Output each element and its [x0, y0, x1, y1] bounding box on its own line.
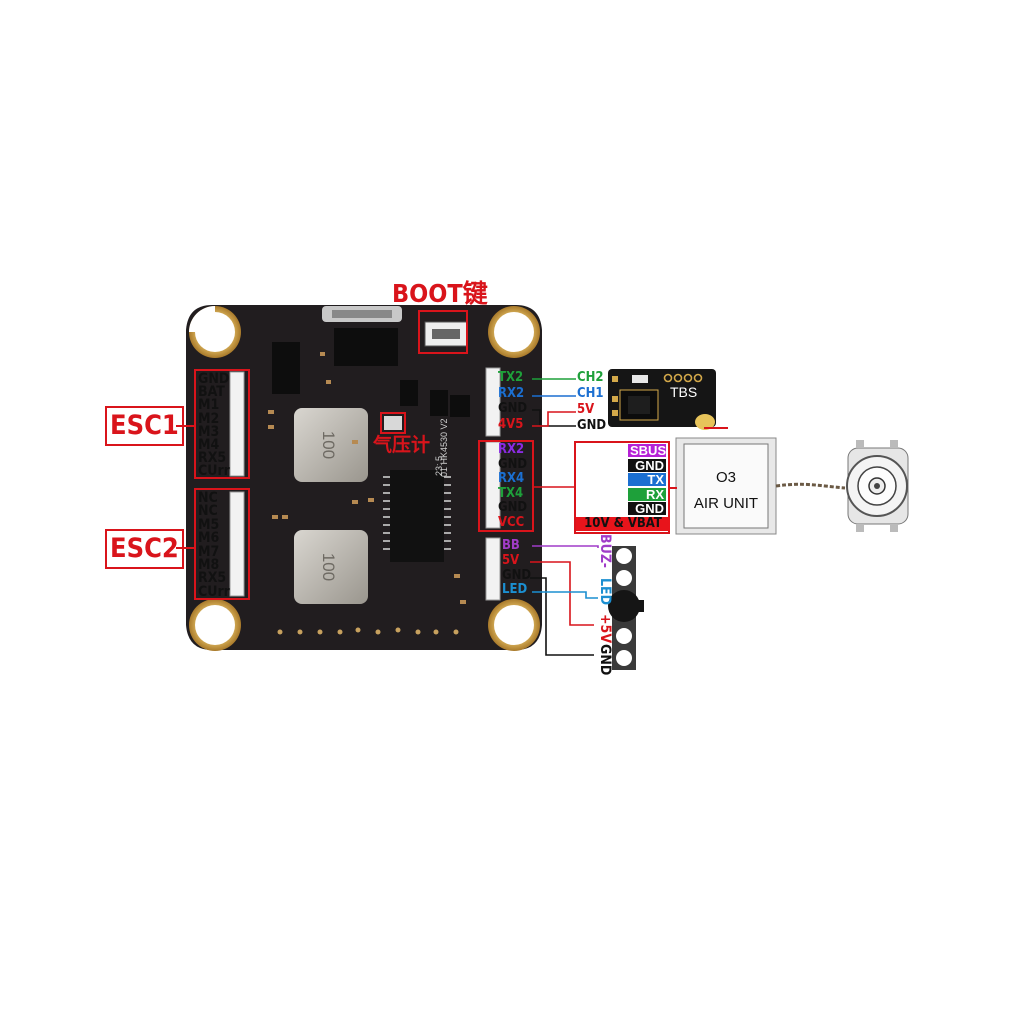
conn_rx-pin-3: 4V5 [498, 416, 524, 432]
mount-hole-top-right [488, 306, 540, 358]
rx-wires [532, 378, 576, 427]
conn_vtx-pin-2: RX4 [498, 471, 525, 487]
esc2-label: ESC2 [105, 529, 184, 569]
o3-pin-0: SBUS [628, 443, 667, 458]
barometer-label: 气压计 [373, 434, 431, 456]
conn_led-pin-3: LED [502, 582, 528, 598]
boot-label: BOOT键 [392, 279, 488, 308]
o3-air-unit: O3 AIR UNIT [675, 437, 846, 535]
esc2-pin-4: M7 [198, 543, 220, 560]
mount-hole-top-left [189, 306, 241, 358]
barometer-highlight [380, 412, 406, 434]
mount-hole-bottom-left [189, 599, 241, 651]
led-wires [530, 545, 599, 656]
conn_rx-pin-2: GND [498, 401, 528, 416]
conn_vtx-pin-0: RX2 [498, 442, 525, 457]
conn_vtx-pin-1: GND [498, 456, 528, 472]
o3-pin-4: GND [628, 502, 666, 516]
led-buzzer-board [608, 546, 644, 670]
inductor-2-text: 100 [319, 553, 338, 581]
led-strip-label-3: GND [597, 644, 613, 676]
esc2-pin-7: CUrr [198, 583, 230, 600]
esc2-pin-5: M8 [198, 557, 220, 573]
silk-code: 23: 5 [434, 456, 444, 476]
mount-hole-bottom-right [488, 599, 540, 651]
o3-power-label: 10V & VBAT [576, 517, 670, 531]
conn_vtx-pin-3: TX4 [498, 485, 524, 501]
esc2-connector-line [176, 547, 194, 549]
tbs-pin-1: CH1 [577, 386, 604, 401]
o3-title-2: AIR UNIT [694, 495, 758, 512]
o3-camera [846, 440, 909, 532]
o3-link-line [669, 487, 677, 489]
esc1-pin-7: CUrr [198, 463, 230, 480]
mcu-chip [390, 470, 444, 562]
esc1-pin-3: M2 [198, 410, 220, 427]
esc2-pin-0: NC [198, 490, 218, 506]
esc1-pin-2: M1 [198, 397, 220, 414]
esc2-connector [229, 491, 245, 597]
silk-revision: 01 HK4530 V2 [439, 418, 449, 477]
esc1-label: ESC1 [105, 406, 184, 446]
flight-controller-board: 100 100 01 HK4530 V2 23: 5 [186, 305, 542, 651]
esc1-connector-line [176, 425, 194, 427]
tbs-pin-0: CH2 [577, 370, 604, 385]
conn_rx-pin-1: RX2 [498, 385, 525, 401]
o3-title-1: O3 [716, 469, 736, 486]
tbs-receiver: TBS [608, 369, 728, 430]
esc2-pin-3: M6 [198, 530, 220, 547]
esc1-pin-1: BAT [198, 384, 225, 401]
boot-highlight [418, 310, 468, 354]
esc1-connector [229, 371, 245, 477]
o3-pin-1: GND [628, 458, 666, 472]
led-strip-label-1: LED [597, 578, 613, 606]
o3-pin-3: RX [628, 487, 666, 501]
esc2-highlight [194, 488, 250, 600]
vtx-connector [485, 441, 501, 529]
conn_led-pin-0: BB [502, 538, 520, 553]
esc1-pin-5: M4 [198, 437, 220, 453]
conn_led-pin-2: GND [502, 567, 532, 583]
led-connector [485, 537, 501, 601]
barometer-chip [384, 416, 402, 430]
tbs-pin-3: GND [577, 418, 607, 433]
vtx-highlight [478, 440, 534, 532]
conn_led-pin-1: 5V [502, 552, 520, 568]
conn_vtx-pin-5: VCC [498, 515, 525, 530]
inductor-1-text: 100 [319, 431, 338, 459]
tbs-pin-2: 5V [577, 402, 595, 417]
esc1-pin-6: RX5 [198, 450, 227, 467]
o3-pin-2: TX [628, 473, 666, 487]
conn_rx-pin-0: TX2 [498, 370, 524, 385]
rx-connector [485, 367, 501, 437]
esc1-pin-4: M3 [198, 423, 220, 440]
tbs-name: TBS [670, 384, 697, 400]
led-strip-label-2: +5V [597, 614, 613, 644]
led-strip-label-0: BUZ- [597, 534, 613, 568]
inductor-1: 100 [294, 408, 368, 482]
esc2-pin-6: RX5 [198, 570, 227, 587]
esc1-highlight [194, 369, 250, 479]
buzzer [608, 590, 640, 622]
inductor-2: 100 [294, 530, 368, 604]
conn_vtx-pin-4: GND [498, 500, 528, 516]
esc2-pin-1: NC [198, 503, 218, 520]
esc2-pin-2: M5 [198, 516, 220, 533]
esc1-pin-0: GND [198, 371, 230, 387]
